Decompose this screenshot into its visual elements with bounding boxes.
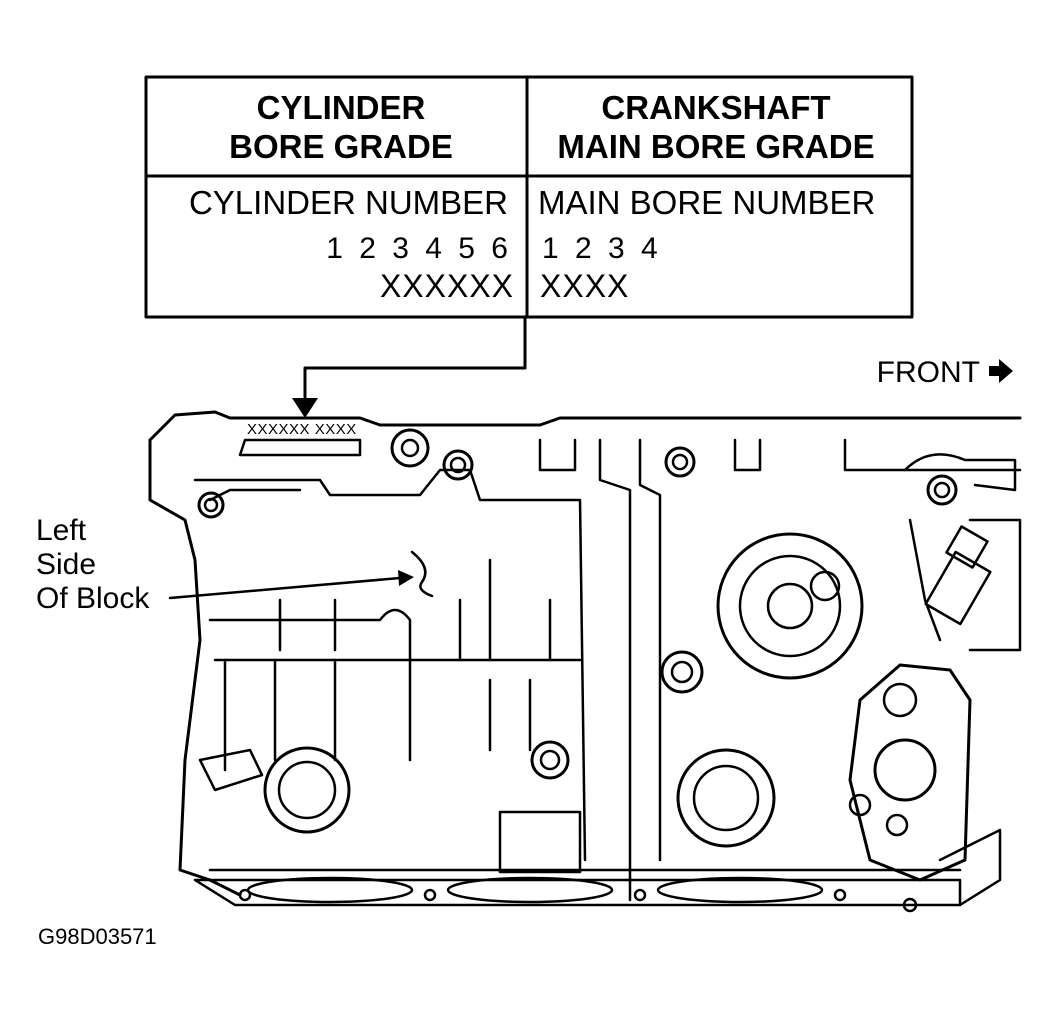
figure-code: G98D03571	[38, 924, 157, 949]
cylinder-grade-marks: XXXXXX	[380, 268, 514, 304]
block-stamp-marks: XXXXXX XXXX	[247, 421, 357, 438]
front-label: FRONT	[877, 356, 980, 389]
crankshaft-heading-line1: CRANKSHAFT	[601, 89, 830, 126]
main-bore-grade-marks: XXXX	[540, 268, 629, 304]
front-arrow-icon	[989, 359, 1013, 383]
cylinder-heading-line2: BORE GRADE	[229, 128, 453, 165]
stamp-leader-arrow	[292, 315, 527, 418]
main-bore-numbers: 1 2 3 4	[542, 232, 662, 265]
front-indicator: FRONT	[877, 356, 1013, 389]
cylinder-numbers: 1 2 3 4 5 6	[326, 232, 512, 265]
callout-line2: Side	[36, 548, 96, 581]
grade-table: CYLINDER BORE GRADE CRANKSHAFT MAIN BORE…	[144, 75, 914, 319]
left-side-callout: Left Side Of Block	[36, 514, 434, 615]
callout-line1: Left	[36, 514, 87, 547]
table-border	[144, 75, 914, 319]
callout-line3: Of Block	[36, 582, 150, 615]
engine-block-drawing: XXXXXX XXXX	[148, 410, 1022, 913]
crankshaft-heading-line2: MAIN BORE GRADE	[557, 128, 874, 165]
main-bore-number-label: MAIN BORE NUMBER	[538, 184, 875, 221]
cylinder-number-label: CYLINDER NUMBER	[189, 184, 508, 221]
cylinder-heading-line1: CYLINDER	[257, 89, 426, 126]
